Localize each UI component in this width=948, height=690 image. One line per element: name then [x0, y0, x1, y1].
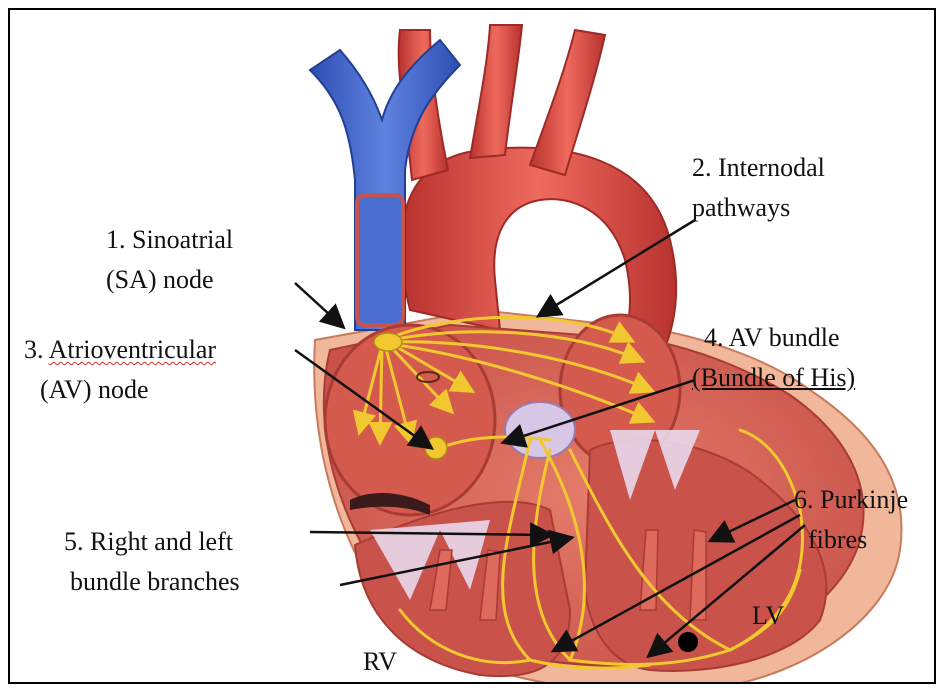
label-sa-node-line2: (SA) node [106, 264, 214, 296]
label-av-bundle-line2: (Bundle of His) [692, 362, 855, 394]
label-av-node-line1: 3. Atrioventricular [24, 334, 216, 366]
av-node [425, 437, 447, 459]
label-branches-line2: bundle branches [70, 566, 240, 598]
label-sa-node-line1: 1. Sinoatrial [106, 224, 233, 256]
label-av-node-word: Atrioventricular [49, 335, 217, 364]
aorta-branch-3 [530, 30, 605, 175]
label-purkinje-line2: fibres [808, 524, 867, 556]
label-av-node-number: 3. [24, 335, 44, 364]
sa-node [374, 333, 402, 351]
label-rv: RV [363, 646, 397, 678]
arrow-sa-node [295, 283, 342, 326]
apex-dot [678, 632, 698, 652]
diagram-frame: 1. Sinoatrial (SA) node 2. Internodal pa… [8, 8, 936, 684]
vena-cava-cut [357, 195, 403, 325]
label-av-node-line2: (AV) node [40, 374, 149, 406]
label-lv: LV [752, 600, 784, 632]
label-internodal-line2: pathways [692, 192, 790, 224]
label-internodal-line1: 2. Internodal [692, 152, 825, 184]
aorta-branch-2 [470, 25, 522, 158]
label-purkinje-line1: 6. Purkinje [794, 484, 908, 516]
label-av-bundle-line1: 4. AV bundle [704, 322, 840, 354]
label-branches-line1: 5. Right and left [64, 526, 233, 558]
